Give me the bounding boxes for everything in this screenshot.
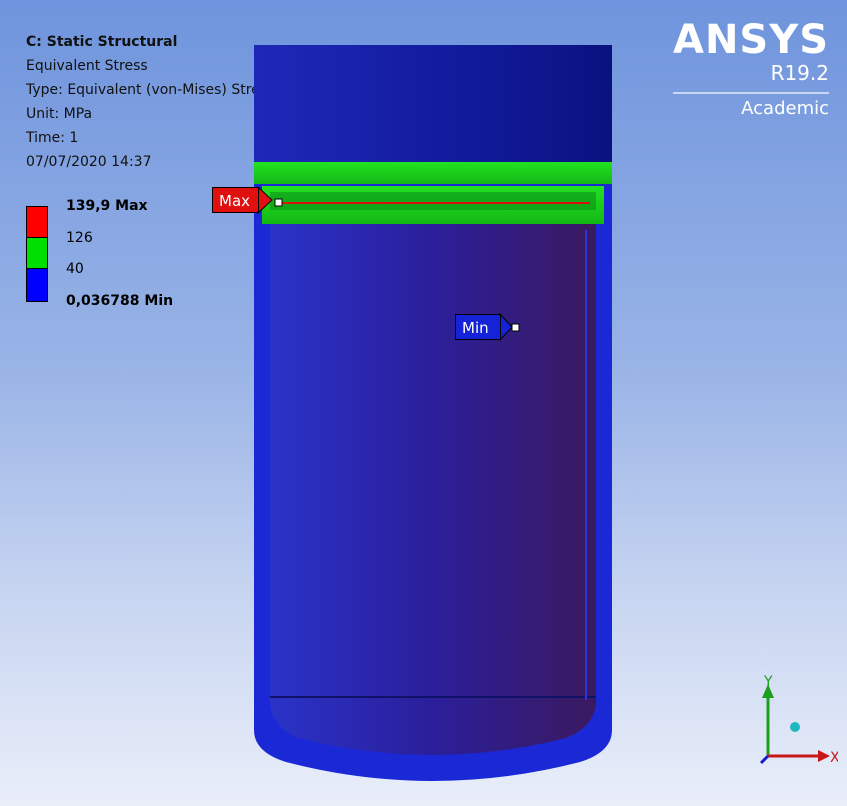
logo-brand: ANSYS (672, 17, 829, 63)
legend-max-label: 139,9 Max (66, 198, 148, 214)
coordinate-triad[interactable]: Y X (748, 670, 838, 770)
ansys-logo: ANSYS R19.2 Academic (672, 17, 829, 122)
result-type: Type: Equivalent (von-Mises) Stress (26, 82, 275, 98)
legend-min-label: 0,036788 Min (66, 293, 174, 309)
x-axis-arrow-icon (818, 750, 830, 762)
legend-band-blue (26, 268, 48, 302)
legend-mid-low-label: 40 (66, 261, 84, 277)
high-stress-band-upper (254, 162, 612, 184)
result-unit: Unit: MPa (26, 106, 93, 122)
vessel-interior (270, 222, 596, 755)
logo-edition: Academic (672, 92, 829, 122)
result-date: 07/07/2020 14:37 (26, 154, 152, 170)
min-probe-point (511, 323, 520, 332)
result-time: Time: 1 (26, 130, 79, 146)
y-axis-label: Y (763, 674, 773, 690)
top-cap (254, 45, 612, 165)
result-info-panel: C: Static Structural Equivalent Stress T… (26, 30, 274, 174)
stress-band-shadow (270, 192, 596, 210)
origin-sphere-icon (790, 722, 800, 732)
analysis-title: C: Static Structural (26, 34, 178, 50)
max-probe-tag[interactable]: Max (212, 187, 259, 213)
y-axis-arrow-icon (762, 684, 774, 698)
legend-mid-high-label: 126 (66, 230, 93, 246)
max-probe-point (274, 198, 283, 207)
x-axis-label: X (830, 750, 838, 766)
logo-version: R19.2 (770, 61, 829, 85)
min-probe-tag[interactable]: Min (455, 314, 501, 340)
result-name: Equivalent Stress (26, 58, 148, 74)
z-axis-line (759, 754, 770, 765)
